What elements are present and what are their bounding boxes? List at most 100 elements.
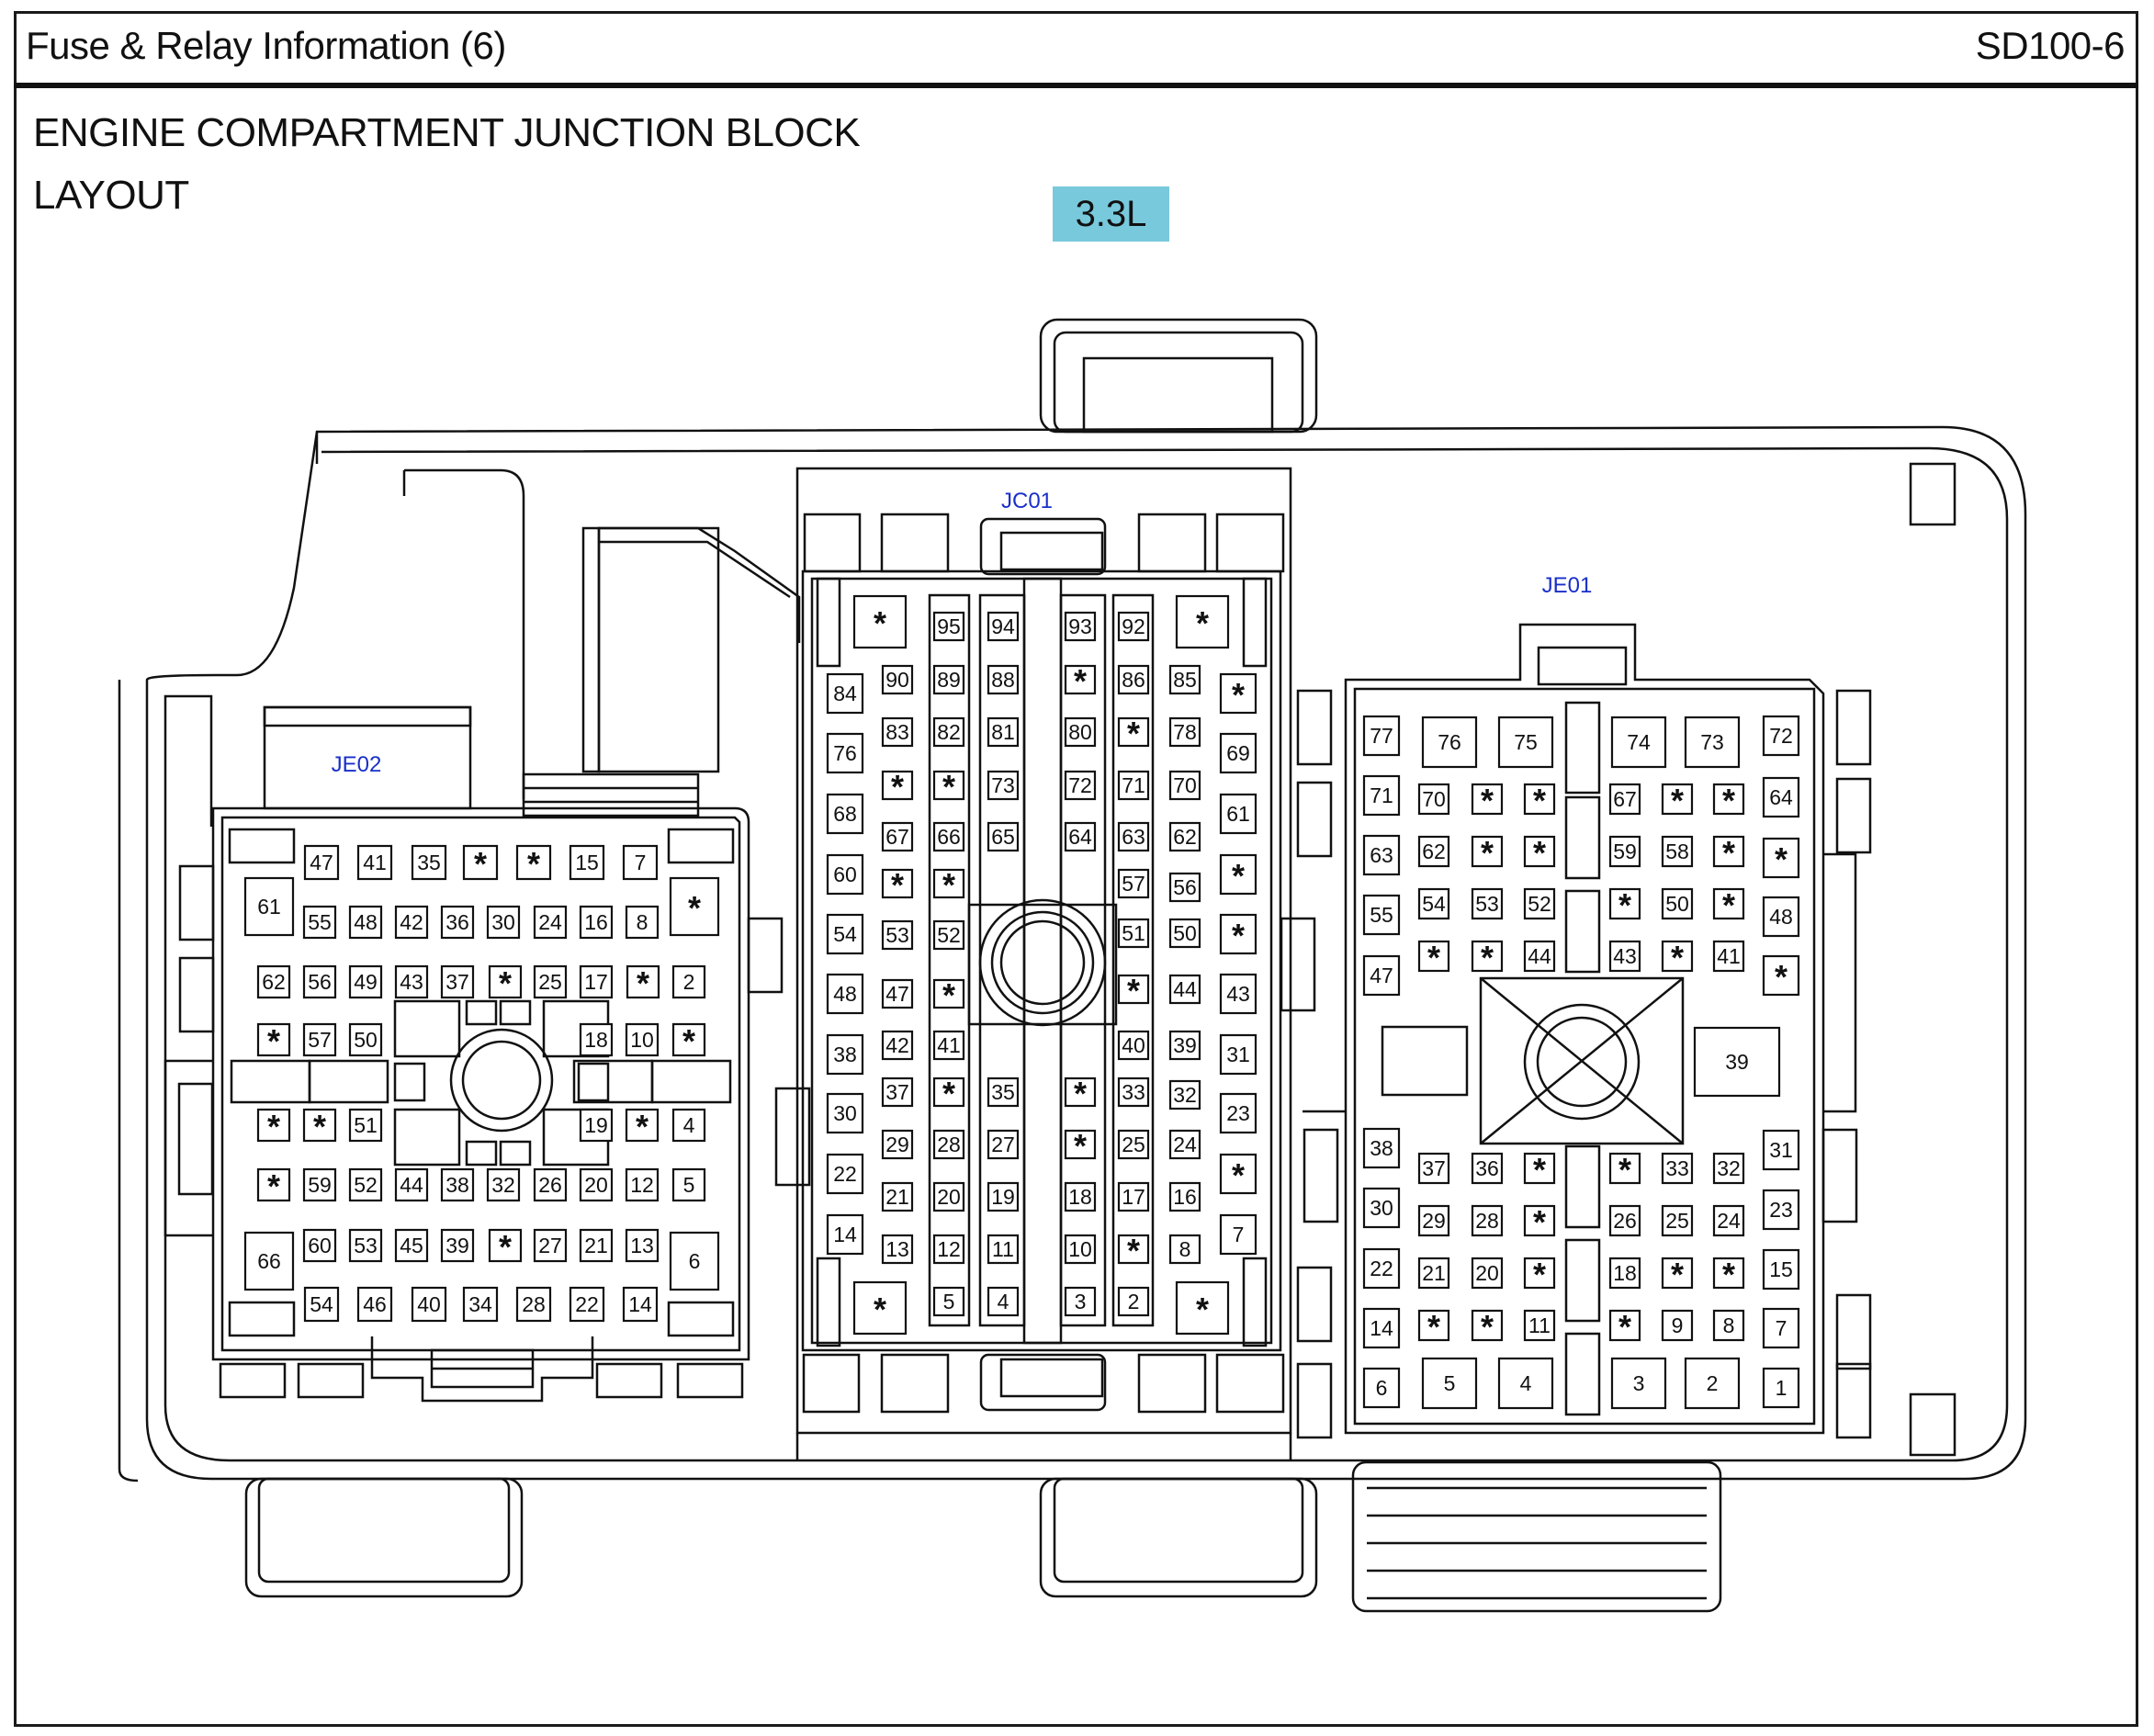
je01-cell-box (1608, 1204, 1641, 1237)
jc01-cell-box (1175, 1280, 1230, 1336)
jc01-cell-label: 29 (885, 1133, 909, 1156)
page-code: SD100-6 (1975, 24, 2126, 67)
je02-cell-box (243, 876, 295, 937)
jc01-cell-box (987, 664, 1020, 695)
jc01-cell-box (1168, 872, 1201, 903)
je01-cell-box (1362, 834, 1401, 876)
jc01-cell-label: * (1074, 1075, 1087, 1112)
je01-cell-label: * (1671, 782, 1684, 819)
je02-cell-label: 28 (522, 1292, 546, 1316)
je02-cell-label: 47 (310, 851, 333, 874)
je01-cell-box (1608, 1257, 1641, 1290)
je01-cell-label: 73 (1700, 730, 1724, 754)
jc01-cell-label: * (1074, 1127, 1087, 1165)
je01-cell-label: 41 (1717, 944, 1741, 968)
jc01-cell-label: 84 (833, 682, 857, 705)
je02-cell-label: 61 (257, 895, 281, 919)
jc01-cell-label: * (1127, 1232, 1140, 1269)
je02-cell-label: 20 (584, 1173, 608, 1197)
je01-cell-box (1471, 835, 1504, 868)
je01-cell-box (1762, 1189, 1800, 1231)
jc01-cell-box (1117, 821, 1150, 852)
je01-cell-box (1471, 1257, 1504, 1290)
je02-cell-box (569, 1286, 605, 1323)
je01-cell-label: 52 (1528, 892, 1551, 916)
je01-cell-label: 30 (1370, 1196, 1393, 1220)
jc01-cell-label: * (1196, 1291, 1209, 1328)
jc01-cell-label: 19 (991, 1185, 1015, 1209)
je02-cell-box (671, 964, 706, 999)
diagram-heading: ENGINE COMPARTMENT JUNCTION BLOCK (33, 110, 861, 155)
je01-cell-label: 50 (1665, 892, 1689, 916)
je02-cell-box (256, 1022, 291, 1057)
jc01-cell-label: * (1074, 662, 1087, 700)
jc01-cell-box (1168, 974, 1201, 1005)
jc01-cell-label: 93 (1068, 614, 1092, 638)
jc01-cell-label: 43 (1226, 982, 1250, 1006)
je02-cell-label: 12 (630, 1173, 654, 1197)
je02-cell-label: 21 (584, 1234, 608, 1257)
jc01-cell-box (1064, 1234, 1097, 1265)
je01-label: JE01 (1542, 573, 1593, 598)
je01-cell-box (1762, 837, 1800, 879)
je01-cell-label: 31 (1769, 1138, 1793, 1162)
je02-cell-box (486, 905, 521, 940)
jc01-cell-box (1219, 1153, 1257, 1195)
jc01-cell-label: * (874, 1291, 886, 1328)
jc01-cell-label: 44 (1173, 977, 1197, 1001)
jc01-cell-box (881, 1234, 914, 1265)
jc01-cell-label: 61 (1226, 802, 1250, 826)
je02-cell-box (256, 1108, 291, 1143)
je01-cell-box (1417, 783, 1450, 816)
je01-cell-box (1684, 1357, 1741, 1410)
je02-cell-label: 7 (635, 851, 647, 874)
je01-cell-box (1661, 1152, 1694, 1185)
je02-cell-label: 18 (584, 1028, 608, 1052)
jc01-cell-label: 31 (1226, 1043, 1250, 1066)
jc01-cell-label: * (874, 604, 886, 642)
je02-cell-box (348, 1228, 383, 1263)
jc01-cell-label: * (942, 976, 955, 1014)
jc01-cell-label: 60 (833, 862, 857, 886)
je01-cell-label: 14 (1370, 1316, 1393, 1340)
je02-cell-label: * (636, 1108, 648, 1145)
je02-cell-label: * (682, 1022, 695, 1060)
jc01-cell-label: 10 (1068, 1237, 1092, 1261)
jc01-cell-label: * (942, 866, 955, 904)
jc01-cell-box (987, 1181, 1020, 1212)
jc01-cell-label: 42 (885, 1033, 909, 1057)
je01-cell-label: 55 (1370, 903, 1393, 927)
je01-cell-label: 3 (1633, 1371, 1645, 1395)
jc01-cell-box (987, 611, 1020, 642)
je02-cell-label: 24 (538, 910, 562, 934)
je01-cell-label: 43 (1613, 944, 1637, 968)
je02-cell-label: * (474, 845, 487, 883)
je02-cell-box (462, 844, 499, 881)
jc01-cell-box (1219, 973, 1257, 1015)
je02-cell-label: 32 (491, 1173, 515, 1197)
je01-cell-box (1417, 1257, 1450, 1290)
jc01-cell-box (987, 1129, 1020, 1160)
je01-cell-label: 15 (1769, 1257, 1793, 1281)
je02-cell-label: 27 (538, 1234, 562, 1257)
je01-cell-label: 6 (1376, 1376, 1388, 1400)
je02-cell-label: 60 (308, 1234, 332, 1257)
je01-cell-label: 74 (1627, 730, 1651, 754)
je01-cell-label: 25 (1665, 1209, 1689, 1233)
jc01-cell-label: 64 (1068, 825, 1092, 849)
jc01-cell-box (881, 770, 914, 801)
je02-cell-label: 42 (400, 910, 423, 934)
je01-cell-box (1608, 835, 1641, 868)
jc01-cell-label: 69 (1226, 741, 1250, 765)
je02-cell-label: 6 (689, 1249, 701, 1273)
je01-cell-label: 39 (1725, 1050, 1749, 1074)
jc01-cell-label: 20 (937, 1185, 961, 1209)
jc01-cell-label: * (1232, 917, 1245, 954)
je01-cell-label: * (1533, 1203, 1546, 1241)
jc01-cell-box (932, 1181, 965, 1212)
je02-cell-label: 35 (417, 851, 441, 874)
jc01-cell-box (826, 732, 864, 774)
je02-cell-box (515, 844, 552, 881)
jc01-cell-box (932, 664, 965, 695)
